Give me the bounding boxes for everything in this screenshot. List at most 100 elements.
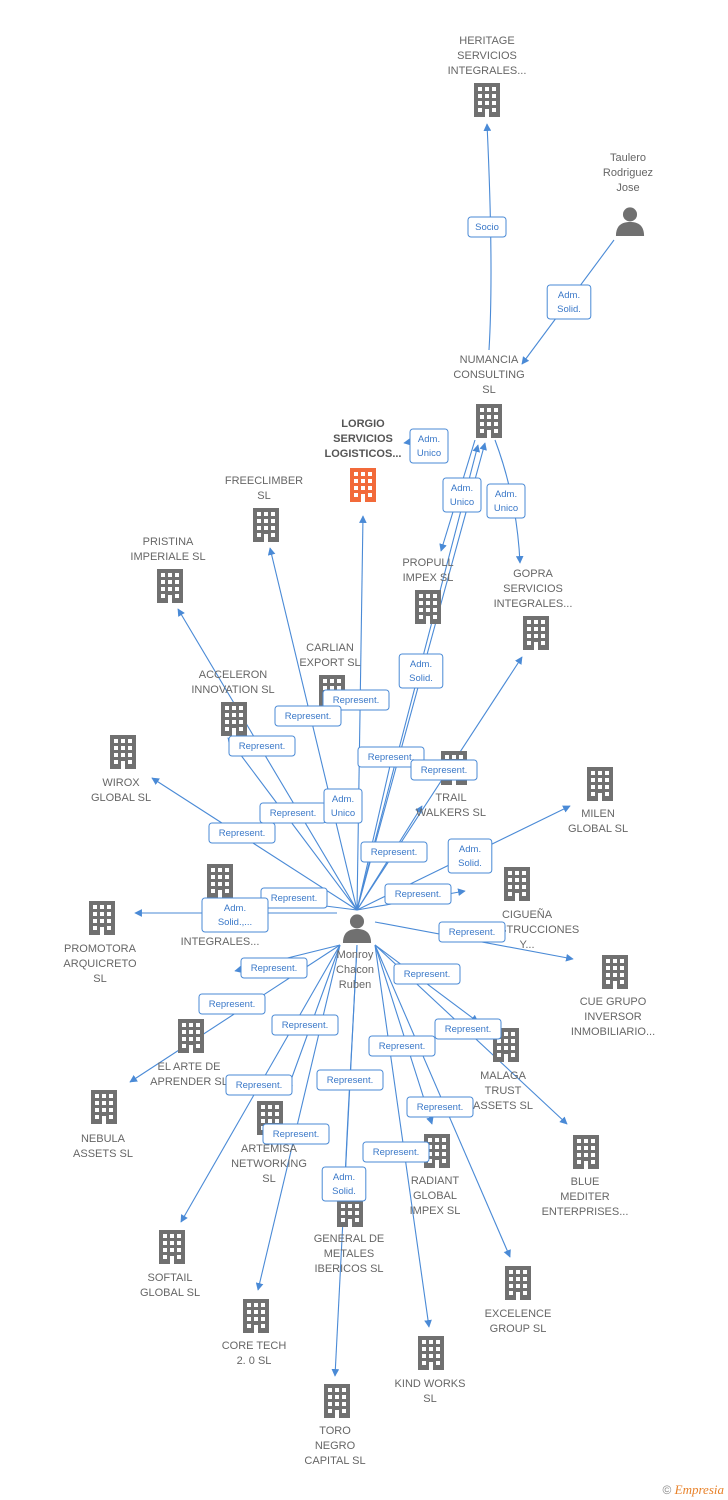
building-icon[interactable] xyxy=(476,404,502,438)
edge-label-text: Represent. xyxy=(395,889,441,900)
edge-pristina-rep xyxy=(177,608,358,911)
building-icon[interactable] xyxy=(415,590,441,624)
building-icon[interactable] xyxy=(587,767,613,801)
building-icon[interactable] xyxy=(159,1230,185,1264)
edge-label-text: Represent. xyxy=(236,1080,282,1091)
edge-label-text: Represent. xyxy=(239,741,285,752)
building-icon[interactable] xyxy=(324,1384,350,1418)
edge-label-text: Represent. xyxy=(373,1147,419,1158)
edge-label-text: Represent. xyxy=(449,927,495,938)
edge-label-box xyxy=(438,921,506,943)
edge-label-box xyxy=(486,483,526,519)
building-icon[interactable] xyxy=(504,867,530,901)
building-icon[interactable] xyxy=(243,1299,269,1333)
building-icon[interactable] xyxy=(91,1090,117,1124)
edge-label-box xyxy=(398,653,444,689)
building-icon[interactable] xyxy=(602,955,628,989)
building-icon[interactable] xyxy=(178,1019,204,1053)
building-icon[interactable] xyxy=(207,864,233,898)
edge-label-box xyxy=(467,216,507,238)
person-icon[interactable] xyxy=(615,207,645,236)
building-icon[interactable] xyxy=(110,735,136,769)
edge-label-coretech-rep: Represent. xyxy=(262,1123,330,1145)
edge-acceleron-rep xyxy=(227,737,358,911)
building-icon[interactable] xyxy=(474,83,500,117)
edge-label-box xyxy=(225,1074,293,1096)
building-icon[interactable] xyxy=(221,702,247,736)
building-icon[interactable] xyxy=(350,468,376,502)
building-icon[interactable] xyxy=(573,1135,599,1169)
edge-label-text: Represent. xyxy=(368,752,414,763)
building-icon[interactable] xyxy=(505,1266,531,1300)
building-icon[interactable] xyxy=(89,901,115,935)
building-icon[interactable] xyxy=(418,1336,444,1370)
edge-label-text: Adm.Unico xyxy=(417,434,441,459)
building-icon[interactable] xyxy=(253,508,279,542)
person-icon[interactable] xyxy=(342,914,372,943)
edge-label-text: Represent. xyxy=(379,1041,425,1052)
edge-label-numancia-adm1: Adm.Unico xyxy=(442,477,482,513)
building-icon[interactable] xyxy=(523,616,549,650)
building-icon[interactable] xyxy=(157,569,183,603)
edge-label-box xyxy=(240,957,308,979)
edge-label-text: Represent. xyxy=(421,765,467,776)
edge-label-numancia-adm2: Adm.Unico xyxy=(486,483,526,519)
